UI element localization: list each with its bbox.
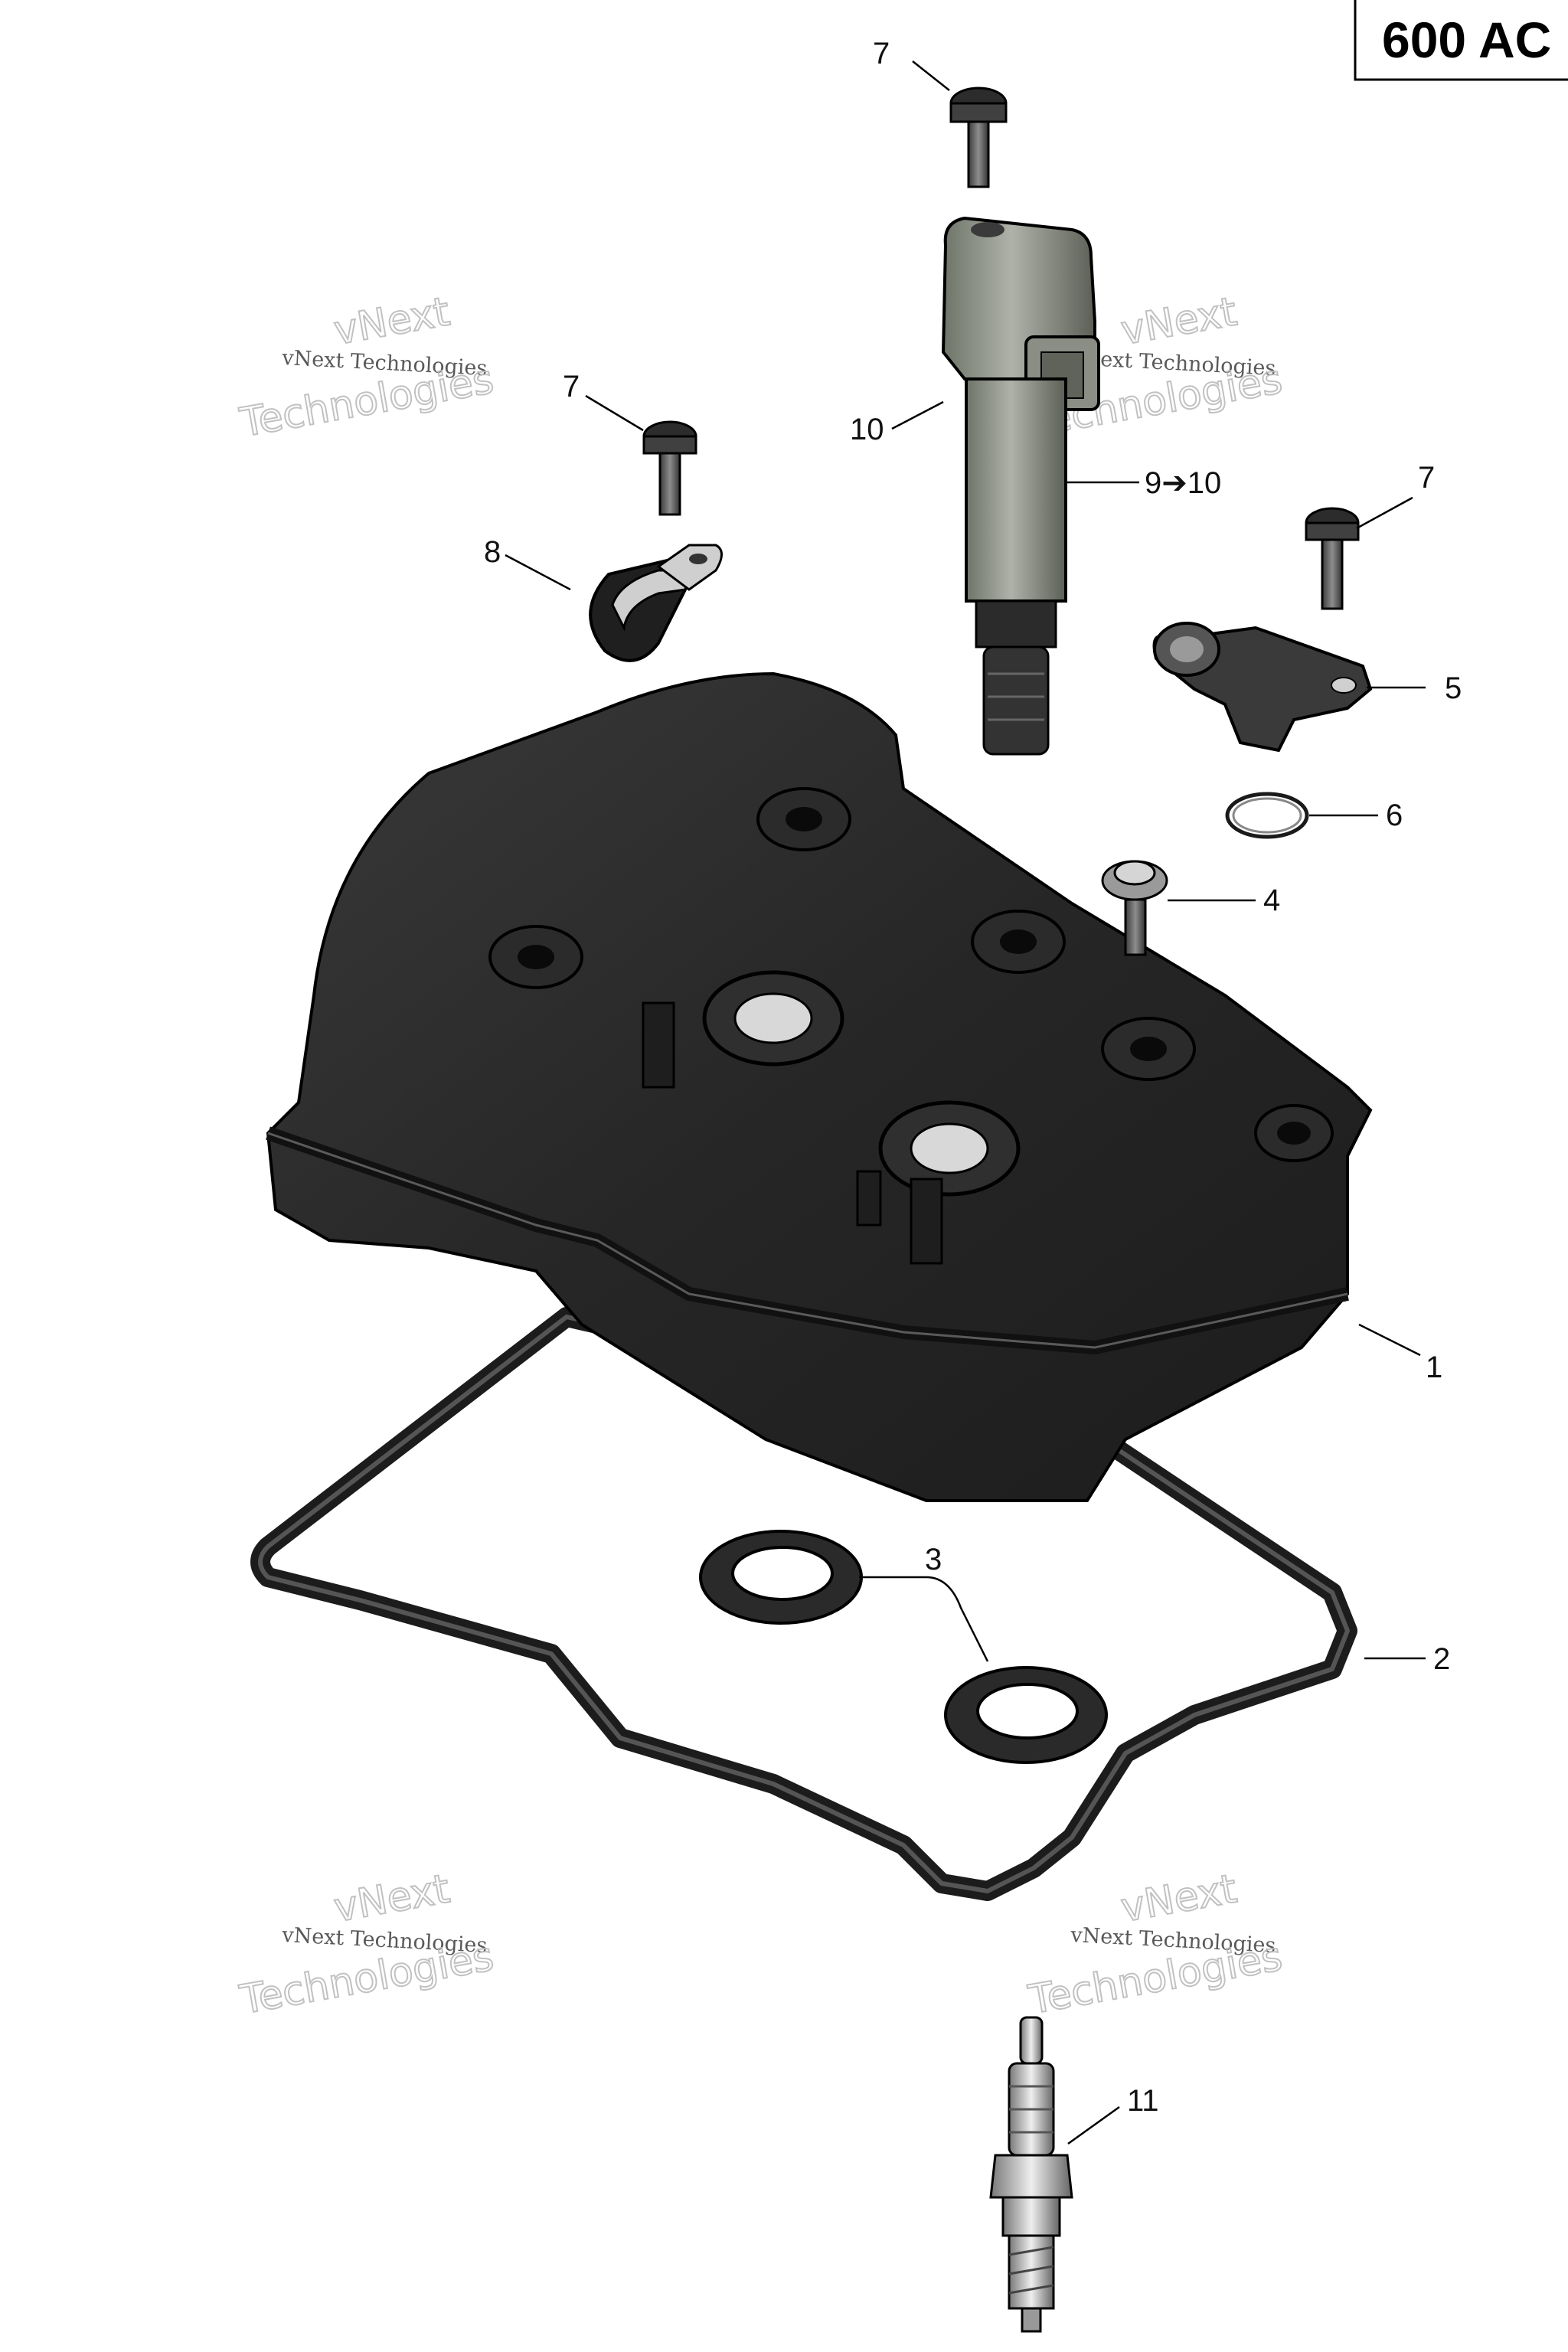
cover-bolt-hole [518,945,554,969]
plug-well-seal-lower [944,1666,1108,1764]
callout-6: 6 [1386,799,1403,832]
watermark-large-word1: vNext [331,289,453,354]
leader-8 [505,554,571,591]
watermark-large-word1: vNext [331,1866,453,1931]
coil-bracket [856,1170,882,1227]
watermark-bottom-left: vNext Technologies vNext Technologies [236,1865,498,2024]
callout-8: 8 [484,535,501,569]
callout-7-clamp: 7 [563,370,580,403]
callout-labels: 7 7 7 10 9➔10 8 5 6 4 1 3 2 11 [484,37,1462,2118]
model-badge-text: 600 AC [1382,11,1551,68]
plug-well-opening [910,1122,989,1174]
callout-4: 4 [1263,884,1280,917]
watermark-top-left: vNext Technologies vNext Technologies [236,288,498,447]
cover-bolt-hole [1130,1037,1167,1061]
valve-cover [266,671,1373,1502]
watermark-bottom-right: vNext Technologies vNext Technologies [1024,1865,1286,2024]
callout-10: 10 [850,413,884,446]
model-badge: 600 AC [1354,0,1568,81]
cover-bolt-hole [1277,1122,1311,1145]
valve-cover-gasket [250,1307,1357,1901]
bolt-clamp [642,420,697,516]
watermark-large-word1: vNext [1118,1866,1240,1931]
screw-washer [1101,860,1168,956]
watermark-large-word1: vNext [1118,289,1240,354]
bolt-sensor [1305,507,1360,610]
callout-3: 3 [925,1543,942,1576]
bolt-top [949,87,1008,188]
o-ring-inner [1232,797,1302,834]
leader-1 [1358,1323,1421,1357]
callout-9-10: 9➔10 [1145,466,1221,500]
leader-11 [1067,2105,1120,2145]
coil-bracket [910,1178,943,1265]
leader-3 [859,1576,989,1662]
leader-lines [505,60,1426,2145]
callout-7-top: 7 [873,37,890,70]
plug-well-seal-upper [699,1530,863,1625]
coil-bracket [642,1001,675,1089]
sensor [1152,622,1373,753]
ignition-coil [941,216,1100,756]
leader-7-clamp [585,394,644,432]
spark-plug [989,2016,1073,2333]
leader-10 [891,400,944,430]
callout-5: 5 [1445,671,1462,705]
o-ring [1225,792,1309,839]
callout-1: 1 [1426,1351,1442,1384]
plug-well-opening [733,992,813,1044]
cover-bolt-hole [1000,929,1037,954]
hose-clamp [589,544,723,662]
coil-boot [965,377,1067,603]
callout-7-sensor: 7 [1418,461,1435,495]
callout-2: 2 [1433,1642,1450,1676]
leader-7-sensor [1356,496,1413,530]
cover-bolt-hole [786,807,822,831]
callout-11: 11 [1127,2084,1159,2118]
leader-7-top [912,60,950,91]
